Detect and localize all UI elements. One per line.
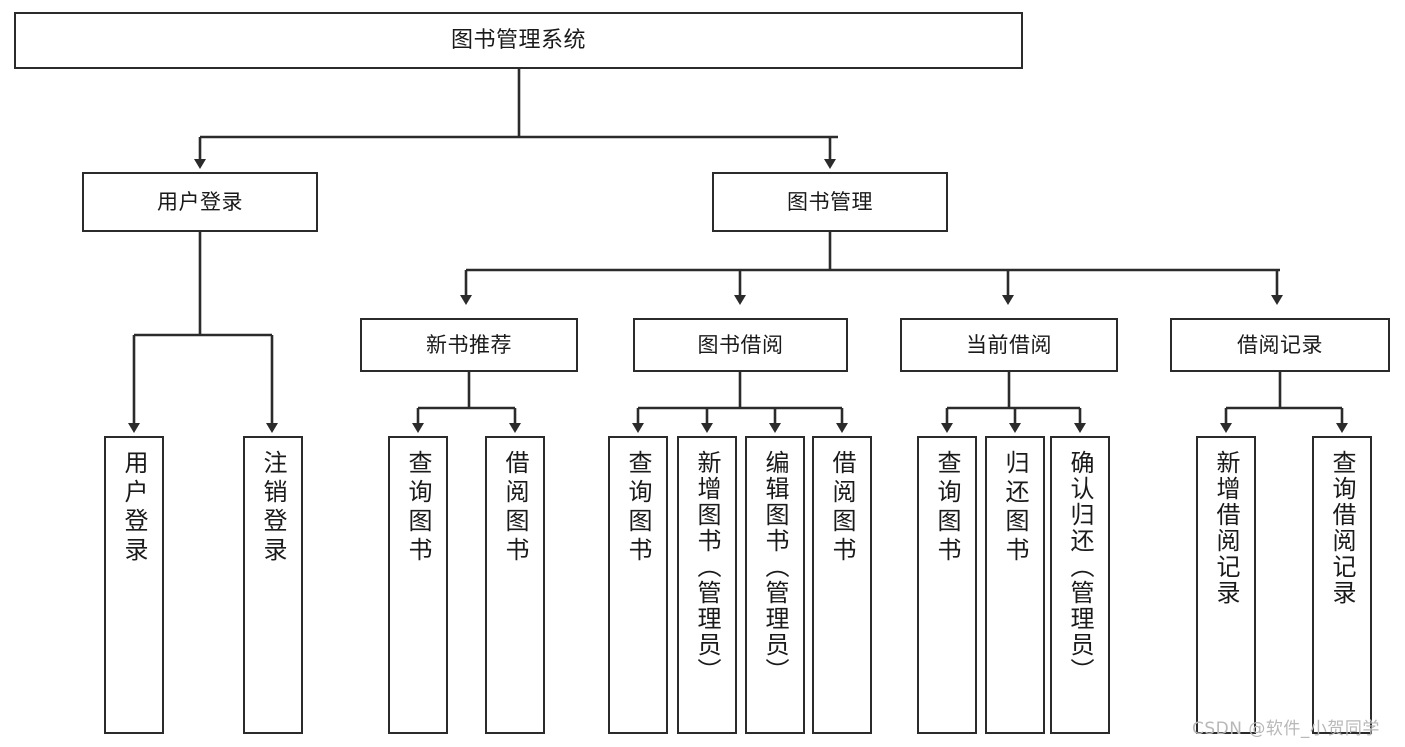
node-leaf-add-borrow-record[interactable]: 新增借阅记录 xyxy=(1196,436,1256,734)
node-leaf-confirm-return-admin[interactable]: 确认归还（管理员） xyxy=(1050,436,1110,734)
node-label: 图书管理 xyxy=(787,189,873,214)
node-label: 归还图书 xyxy=(1001,450,1029,566)
node-label: 新书推荐 xyxy=(426,332,512,357)
node-label: 图书管理系统 xyxy=(450,27,586,53)
node-borrow-record[interactable]: 借阅记录 xyxy=(1170,318,1390,372)
node-label: 借阅图书 xyxy=(828,450,856,566)
node-book-borrow[interactable]: 图书借阅 xyxy=(633,318,848,372)
node-label: 图书借阅 xyxy=(697,332,784,357)
node-leaf-user-login[interactable]: 用户登录 xyxy=(104,436,164,734)
node-label: 新增图书（管理员） xyxy=(693,450,721,684)
node-label: 确认归还（管理员） xyxy=(1066,450,1094,684)
node-label: 用户登录 xyxy=(157,189,243,214)
node-label: 新增借阅记录 xyxy=(1212,450,1240,606)
node-leaf-query-book-current[interactable]: 查询图书 xyxy=(917,436,977,734)
node-label: 查询图书 xyxy=(624,450,652,566)
node-current-borrow[interactable]: 当前借阅 xyxy=(900,318,1118,372)
node-leaf-edit-book-admin[interactable]: 编辑图书（管理员） xyxy=(745,436,805,734)
node-new-book-recommend[interactable]: 新书推荐 xyxy=(360,318,578,372)
node-book-manage[interactable]: 图书管理 xyxy=(712,172,948,232)
node-root-system[interactable]: 图书管理系统 xyxy=(14,12,1023,69)
node-leaf-return-book[interactable]: 归还图书 xyxy=(985,436,1045,734)
node-leaf-borrow-book[interactable]: 借阅图书 xyxy=(812,436,872,734)
node-user-login[interactable]: 用户登录 xyxy=(82,172,318,232)
node-leaf-logout[interactable]: 注销登录 xyxy=(243,436,303,734)
node-label: 编辑图书（管理员） xyxy=(761,450,789,684)
node-label: 查询图书 xyxy=(404,450,432,566)
csdn-watermark: CSDN @软件_小贺同学 xyxy=(1192,719,1380,739)
node-leaf-borrow-book-recommend[interactable]: 借阅图书 xyxy=(485,436,545,734)
node-label: 注销登录 xyxy=(259,450,287,566)
node-label: 当前借阅 xyxy=(966,332,1052,357)
node-leaf-query-book-borrow[interactable]: 查询图书 xyxy=(608,436,668,734)
node-leaf-query-book-recommend[interactable]: 查询图书 xyxy=(388,436,448,734)
node-label: 用户登录 xyxy=(120,450,148,566)
node-leaf-query-borrow-record[interactable]: 查询借阅记录 xyxy=(1312,436,1372,734)
node-label: 查询图书 xyxy=(933,450,961,566)
node-leaf-add-book-admin[interactable]: 新增图书（管理员） xyxy=(677,436,737,734)
node-label: 查询借阅记录 xyxy=(1328,450,1356,606)
node-label: 借阅记录 xyxy=(1237,332,1323,357)
node-label: 借阅图书 xyxy=(501,450,529,566)
